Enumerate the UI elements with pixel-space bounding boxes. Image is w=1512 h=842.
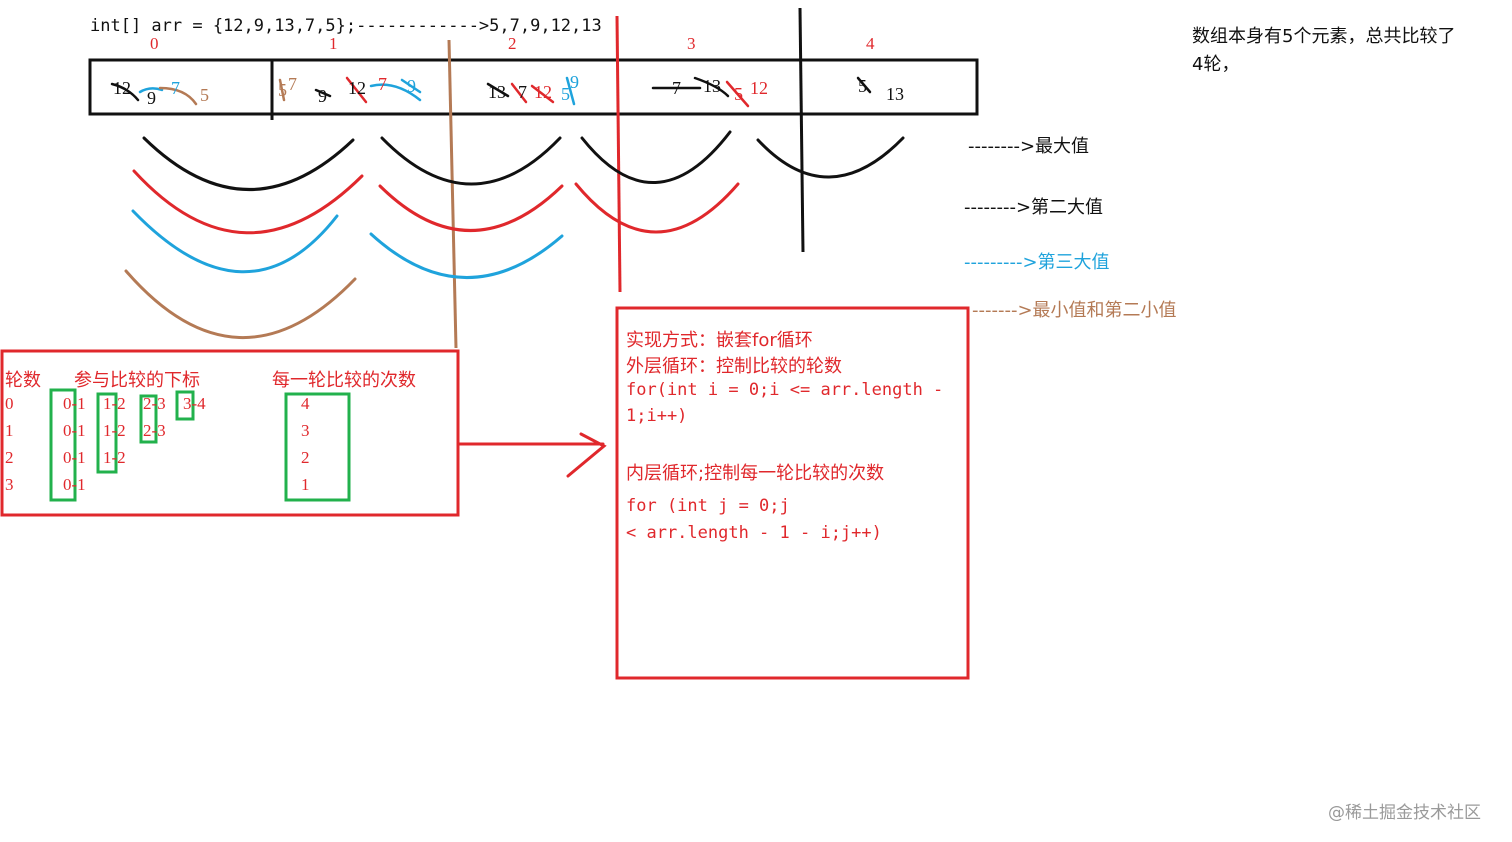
index-label: 1 xyxy=(329,34,338,53)
curve-blue-2 xyxy=(369,232,564,279)
header-indices: 参与比较的下标 xyxy=(74,370,200,391)
row-index-pair: 0-1 xyxy=(63,394,86,413)
explain-line-6: for (int j = 0;j xyxy=(626,496,790,516)
legend-max: -------->最大值 xyxy=(968,136,1090,157)
row-index-pair: 2-3 xyxy=(143,421,166,440)
green-highlights xyxy=(49,388,351,502)
cell-value: 9 xyxy=(570,72,579,92)
row-index-pair: 0-1 xyxy=(63,421,86,440)
cell-value: 7 xyxy=(518,82,527,102)
cell-value: 5 xyxy=(734,84,743,104)
cell-value: 13 xyxy=(488,82,506,102)
row-index-pair: 3-4 xyxy=(183,394,206,413)
curve-brown-1 xyxy=(124,269,357,339)
legend-third-max: --------->第三大值 xyxy=(964,252,1110,273)
explain-line-5: 内层循环;控制每一轮比较的次数 xyxy=(626,463,885,484)
array-decl-text: int[] arr = {12,9,13,7,5}; xyxy=(90,16,357,36)
cell-value: 5 xyxy=(561,84,570,104)
curve-black-3 xyxy=(580,130,732,184)
row-count: 4 xyxy=(301,394,310,413)
header-count: 每一轮比较的次数 xyxy=(272,370,416,391)
row-index-pair: 1-2 xyxy=(103,421,126,440)
explain-line-7: < arr.length - 1 - i;j++) xyxy=(626,523,882,543)
table-box xyxy=(0,349,460,517)
curve-black-1 xyxy=(142,136,355,191)
cell-value: 9 xyxy=(147,88,156,108)
cell-value: 9 xyxy=(318,86,327,106)
row-round: 3 xyxy=(5,475,14,494)
row-count: 1 xyxy=(301,475,310,494)
cell-value: 13 xyxy=(886,84,904,104)
cell-value: 7 xyxy=(288,74,297,94)
row-index-pair: 1-2 xyxy=(103,448,126,467)
row-index-pair: 0-1 xyxy=(63,475,86,494)
cell-value: 12 xyxy=(750,78,768,98)
row-round: 1 xyxy=(5,421,14,440)
index-label: 4 xyxy=(866,34,875,53)
array-declaration: int[] arr = {12,9,13,7,5};------------>5… xyxy=(90,16,602,36)
row-round: 2 xyxy=(5,448,14,467)
explain-line-3: for(int i = 0;i <= arr.length - xyxy=(626,380,944,400)
row-index-pair: 2-3 xyxy=(143,394,166,413)
cell-value: 7 xyxy=(672,78,681,98)
curve-blue-1 xyxy=(131,209,339,274)
cell-value: 13 xyxy=(703,76,721,96)
divider-red-long xyxy=(615,15,622,293)
arrow-to-explain xyxy=(456,432,607,478)
cell-value: 12 xyxy=(348,78,366,98)
cell-value: 5 xyxy=(858,76,867,96)
row-round: 0 xyxy=(5,394,14,413)
explain-line-1: 实现方式：嵌套for循环 xyxy=(626,330,813,351)
index-label: 2 xyxy=(508,34,517,53)
curve-red-2 xyxy=(378,184,564,232)
index-label: 0 xyxy=(150,34,159,53)
legend-min: ------->最小值和第二小值 xyxy=(972,300,1177,321)
cell-value: 5 xyxy=(278,80,287,100)
cell-value: 7 xyxy=(378,74,387,94)
row-index-pair: 0-1 xyxy=(63,448,86,467)
sorted-result-text: ------------>5,7,9,12,13 xyxy=(356,16,602,36)
note-line-1: 数组本身有5个元素，总共比较了 xyxy=(1192,26,1456,47)
row-index-pair: 1-2 xyxy=(103,394,126,413)
header-round: 轮数 xyxy=(5,370,41,391)
legend-second-max: -------->第二大值 xyxy=(964,197,1104,218)
divider-black-long xyxy=(798,7,805,253)
curve-black-2 xyxy=(380,136,562,186)
cell-value: 12 xyxy=(113,78,131,98)
row-count: 3 xyxy=(301,421,310,440)
array-box xyxy=(88,58,979,116)
cell-value: 7 xyxy=(171,78,180,98)
comparison-curves xyxy=(124,130,905,339)
row-count: 2 xyxy=(301,448,310,467)
curve-red-3 xyxy=(574,182,740,234)
curve-black-4 xyxy=(756,136,905,179)
divider-brown-long xyxy=(447,39,458,349)
cell-value: 5 xyxy=(200,85,209,105)
strike-marks xyxy=(110,76,872,108)
watermark: @稀土掘金技术社区 xyxy=(1328,803,1481,823)
note-line-2: 4轮， xyxy=(1192,54,1240,75)
cell-value: 12 xyxy=(534,82,552,102)
explain-line-2: 外层循环：控制比较的轮数 xyxy=(626,356,842,377)
cell-value: 9 xyxy=(407,76,416,96)
index-label: 3 xyxy=(687,34,696,53)
explain-line-4: 1;i++) xyxy=(626,406,688,426)
explain-box xyxy=(615,306,970,680)
curve-red-1 xyxy=(132,169,364,235)
